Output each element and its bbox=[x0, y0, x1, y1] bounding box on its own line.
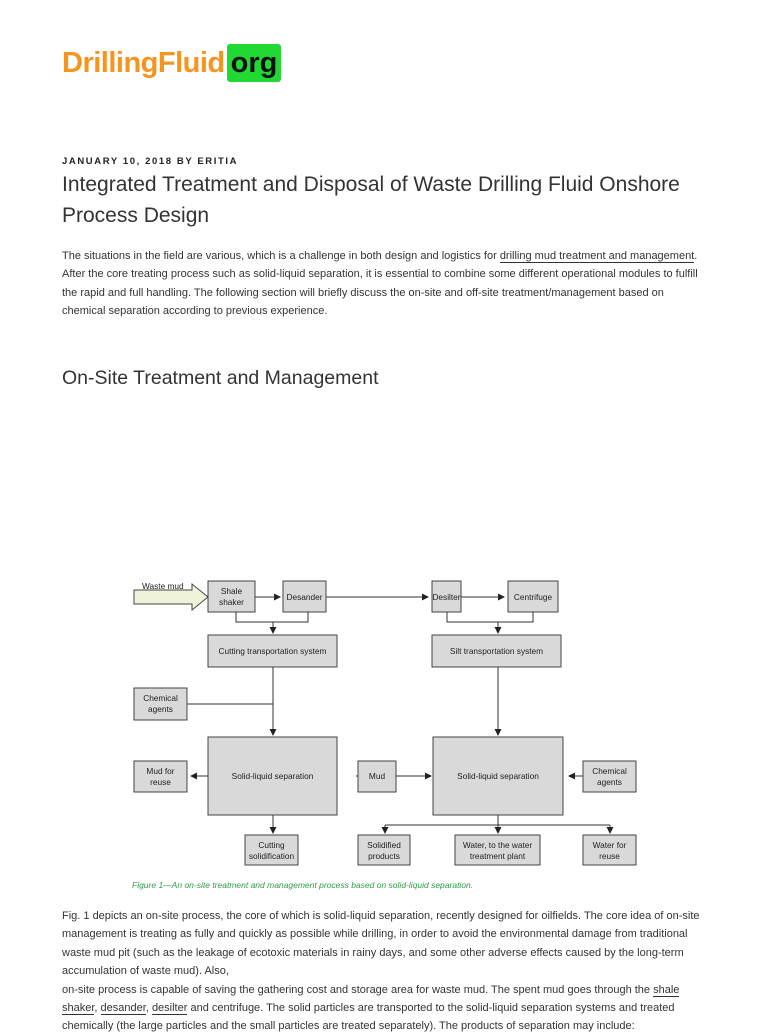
body-text-1: Fig. 1 depicts an on-site process, the c… bbox=[62, 910, 700, 978]
solidified-label-2: products bbox=[368, 851, 400, 861]
silt-transportation-box bbox=[431, 634, 562, 668]
waste-mud-arrow bbox=[133, 582, 209, 612]
desilter-label: Desilter bbox=[432, 592, 460, 602]
drilling-mud-treatment-link[interactable]: drilling mud treatment and management bbox=[499, 250, 695, 263]
solid-liquid-separation-right-box bbox=[432, 736, 564, 816]
water-for-reuse-box bbox=[582, 834, 637, 866]
chem-left-label-2: agents bbox=[148, 704, 173, 714]
shale-shaker-link[interactable]: shale shaker bbox=[62, 983, 680, 1016]
mud-reuse-label-1: Mud for bbox=[146, 766, 174, 776]
chemical-agents-left-box bbox=[133, 687, 188, 721]
post-title: Integrated Treatment and Disposal of Was… bbox=[62, 173, 680, 227]
centrifuge-box bbox=[507, 580, 559, 613]
sls-right-label: Solid-liquid separation bbox=[457, 771, 539, 781]
figure-caption: Figure 1—An on-site treatment and manage… bbox=[132, 880, 474, 890]
desilter-link[interactable]: desilter bbox=[151, 1002, 188, 1016]
desilter-box bbox=[431, 580, 462, 613]
cutting-transportation-box bbox=[207, 634, 338, 668]
intro-text-pre: The situations in the field are various,… bbox=[62, 250, 500, 262]
cutting-solidification-box bbox=[244, 834, 299, 866]
solid-liquid-separation-left-box bbox=[207, 736, 338, 816]
mud-box bbox=[357, 760, 397, 793]
logo-text: DrillingFluid bbox=[62, 46, 225, 79]
site-logo[interactable]: DrillingFluid org bbox=[62, 44, 282, 82]
shale-label-2: shaker bbox=[219, 597, 244, 607]
intro-text-post: . After the core treating process such a… bbox=[62, 250, 698, 318]
shale-shaker-box bbox=[207, 580, 256, 613]
water-plant-label-1: Water, to the water bbox=[463, 840, 533, 850]
separator: , bbox=[94, 1002, 101, 1015]
chem-right-label-1: Chemical bbox=[592, 766, 627, 776]
chemical-agents-right-box bbox=[582, 760, 637, 793]
water-treatment-plant-box bbox=[454, 834, 541, 866]
section-heading: On-Site Treatment and Management bbox=[62, 367, 379, 389]
chem-right-label-2: agents bbox=[597, 777, 622, 787]
mud-reuse-label-2: reuse bbox=[150, 777, 171, 787]
mud-for-reuse-box bbox=[133, 760, 188, 793]
body-paragraph: Fig. 1 depicts an on-site process, the c… bbox=[62, 907, 712, 1036]
logo-org-badge: org bbox=[226, 44, 282, 82]
cutting-transport-label: Cutting transportation system bbox=[219, 646, 327, 656]
solidified-products-box bbox=[357, 834, 411, 866]
post-meta: JANUARY 10, 2018 BY ERITIA bbox=[62, 156, 239, 167]
process-flow-diagram: Waste mud Shale shaker Desander Desilter… bbox=[133, 580, 637, 866]
desander-label: Desander bbox=[287, 592, 323, 602]
desander-link[interactable]: desander bbox=[100, 1002, 146, 1016]
waste-mud-label: Waste mud bbox=[142, 581, 184, 591]
water-plant-label-2: treatment plant bbox=[470, 851, 526, 861]
shale-label-1: Shale bbox=[221, 586, 243, 596]
water-reuse-label-1: Water for bbox=[593, 840, 627, 850]
desander-box bbox=[282, 580, 327, 613]
cutting-sol-label-1: Cutting bbox=[258, 840, 285, 850]
intro-paragraph: The situations in the field are various,… bbox=[62, 247, 702, 321]
centrifuge-label: Centrifuge bbox=[514, 592, 553, 602]
separator: , bbox=[145, 1002, 152, 1015]
sls-left-label: Solid-liquid separation bbox=[232, 771, 314, 781]
cutting-sol-label-2: solidification bbox=[249, 851, 295, 861]
body-text-2-pre: on-site process is capable of saving the… bbox=[62, 983, 654, 996]
mud-label: Mud bbox=[369, 771, 386, 781]
water-reuse-label-2: reuse bbox=[599, 851, 620, 861]
chem-left-label-1: Chemical bbox=[143, 693, 178, 703]
silt-transport-label: Silt transportation system bbox=[450, 646, 543, 656]
solidified-label-1: Solidified bbox=[367, 840, 401, 850]
